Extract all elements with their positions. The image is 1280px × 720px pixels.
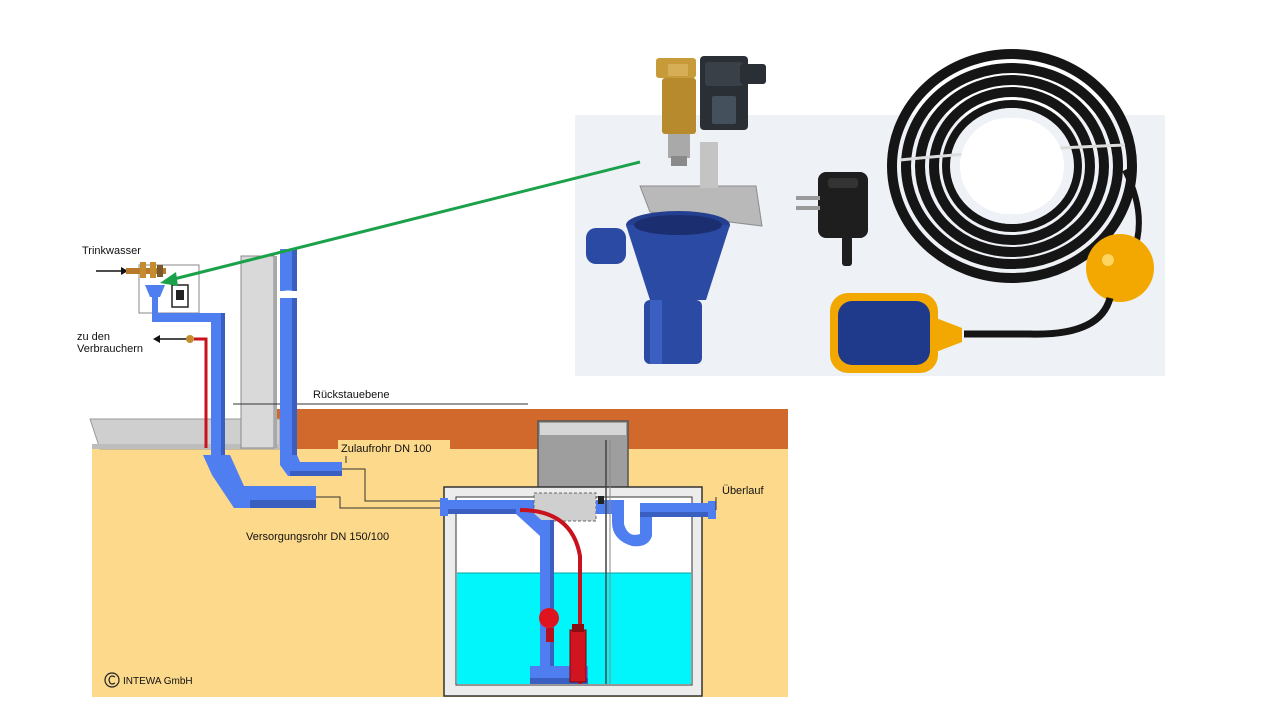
pump-hose-red — [519, 508, 582, 684]
overflow-flange — [708, 501, 716, 519]
inlet-to-tank-connector — [342, 468, 446, 502]
valve-fitting-1 — [140, 262, 146, 278]
pump-base-shade — [530, 678, 588, 684]
drinking-water-label: Trinkwasser — [82, 245, 141, 257]
filter-housing — [533, 492, 597, 522]
tank-inlet-flange — [440, 498, 448, 516]
consumers-arrowhead — [153, 335, 160, 343]
slab-edge — [92, 444, 280, 449]
solenoid-valve-icon — [639, 56, 766, 227]
overflow-label: Überlauf — [722, 485, 765, 497]
tank-inlet-pipe-shade — [446, 509, 554, 514]
float-switch-ball-icon — [1086, 234, 1154, 302]
submersible-pump — [569, 629, 587, 683]
drinking-water-arrowhead — [121, 267, 128, 275]
supply-pipe-horizontal-top — [152, 313, 222, 322]
funnel-icon — [586, 211, 730, 364]
wall-column — [240, 255, 275, 449]
inlet-pipe-shade — [290, 471, 342, 476]
consumer-outlet-fitting — [186, 335, 194, 343]
copyright-block: INTEWA GmbH — [104, 672, 193, 688]
valve-fitting-2 — [150, 262, 156, 278]
cistern-tank — [440, 420, 716, 697]
inlet-label-box — [338, 440, 450, 456]
supply-to-tank-connector — [316, 496, 446, 509]
copyright-icon — [104, 672, 120, 688]
control-box-display — [176, 290, 184, 300]
float-ball-body — [546, 628, 554, 642]
supply-pipe-underground-shade — [250, 500, 316, 508]
downpipe-top-shade — [292, 249, 297, 291]
connector-arrowhead — [160, 272, 178, 286]
copyright-icon-c — [108, 675, 116, 685]
mini-funnel — [145, 285, 165, 297]
supply-pipe-label: Versorgungsrohr DN 150/100 — [246, 531, 389, 543]
plug-adapter-icon — [796, 172, 868, 266]
valve-fitting-3 — [157, 265, 163, 277]
overflow-siphon — [612, 500, 652, 547]
supply-pipe-system — [152, 313, 316, 508]
product-photo-panel — [575, 49, 1165, 376]
building-wall — [240, 255, 277, 449]
supply-hose-red — [194, 337, 208, 448]
tank-shaft-lid — [540, 423, 626, 435]
copyright-label: INTEWA GmbH — [123, 676, 193, 687]
consumers-label-1: zu den — [77, 331, 110, 343]
mini-funnel-neck — [152, 296, 158, 316]
wall-edge — [274, 256, 277, 448]
tank-suction-pipe-shade — [550, 520, 554, 668]
connector-arrow — [169, 160, 641, 282]
supply-pipe-elbow — [203, 455, 262, 508]
downpipe-break — [278, 290, 299, 296]
level-sensor — [598, 496, 604, 504]
inlet-pipe-label: Zulaufrohr DN 100 — [341, 443, 432, 455]
wall-unit: Trinkwasser zu den Verbrauchern — [77, 245, 200, 355]
downpipe-system — [278, 249, 342, 476]
backflow-level-label: Rückstauebene — [313, 389, 389, 401]
supply-pipe-vertical-shade — [221, 313, 225, 459]
overflow-label-box — [718, 482, 774, 498]
float-switch-ball-highlight — [1102, 254, 1114, 266]
downpipe-bottom-shade — [292, 298, 297, 460]
consumers-label-2: Verbrauchern — [77, 343, 143, 355]
cable-coil-center — [960, 118, 1064, 214]
float-ball — [539, 608, 559, 628]
float-switch-icon — [830, 293, 1114, 373]
overflow-pipe-out-shade — [640, 512, 712, 517]
pump-cap — [572, 624, 584, 632]
